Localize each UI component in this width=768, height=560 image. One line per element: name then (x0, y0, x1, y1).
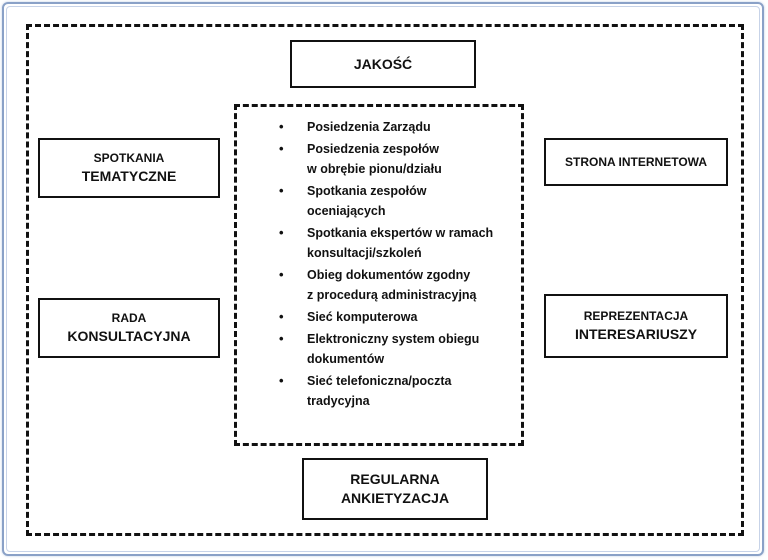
box-jakosc: JAKOŚĆ (290, 40, 476, 88)
list-item: • Sieć komputerowa (279, 307, 513, 327)
box-regularna-ankietyzacja: REGULARNA ANKIETYZACJA (302, 458, 488, 520)
list-item-line: Elektroniczny system obiegu (307, 332, 480, 346)
box-rada-konsultacyjna-line-1: RADA (111, 311, 147, 326)
list-item-line: Sieć telefoniczna/poczta (307, 374, 452, 388)
bullet-icon: • (279, 225, 284, 240)
box-spotkania-tematyczne-line-1: SPOTKANIA (93, 151, 165, 166)
bullet-icon: • (279, 373, 284, 388)
box-regularna-ankietyzacja-line-2: ANKIETYZACJA (340, 490, 450, 506)
bullet-icon: • (279, 119, 284, 134)
box-reprezentacja-interesariuszy-line-1: REPREZENTACJA (583, 309, 689, 324)
box-spotkania-tematyczne-line-2: TEMATYCZNE (81, 167, 177, 184)
list-item: • Posiedzenia Zarządu (279, 117, 513, 137)
box-reprezentacja-interesariuszy: REPREZENTACJA INTERESARIUSZY (544, 294, 728, 358)
box-rada-konsultacyjna: RADA KONSULTACYJNA (38, 298, 220, 358)
box-rada-konsultacyjna-line-2: KONSULTACYJNA (67, 327, 191, 344)
list-item-line: konsultacji/szkoleń (307, 246, 422, 260)
communication-channels-list-box: • Posiedzenia Zarządu • Posiedzenia zesp… (234, 104, 524, 446)
bullet-icon: • (279, 141, 284, 156)
list-item: • Spotkania ekspertów w ramach konsultac… (279, 223, 513, 263)
list-item-line: tradycyjna (307, 394, 370, 408)
list-item-line: Posiedzenia Zarządu (307, 120, 431, 134)
list-item: • Spotkania zespołów oceniających (279, 181, 513, 221)
list-item-line: dokumentów (307, 352, 385, 366)
list-item: • Elektroniczny system obiegu dokumentów (279, 329, 513, 369)
list-item: • Sieć telefoniczna/poczta tradycyjna (279, 371, 513, 411)
bullet-icon: • (279, 331, 284, 346)
communication-channels-list: • Posiedzenia Zarządu • Posiedzenia zesp… (279, 117, 513, 411)
list-item-line: Obieg dokumentów zgodny (307, 268, 471, 282)
box-regularna-ankietyzacja-line-1: REGULARNA (350, 471, 440, 488)
box-jakosc-line-1: JAKOŚĆ (353, 55, 413, 72)
list-item-line: Spotkania zespołów (307, 184, 427, 198)
box-strona-internetowa-line-1: STRONA INTERNETOWA (564, 154, 707, 169)
list-item-line: oceniających (307, 204, 386, 218)
box-reprezentacja-interesariuszy-line-2: INTERESARIUSZY (574, 325, 698, 342)
box-spotkania-tematyczne: SPOTKANIA TEMATYCZNE (38, 138, 220, 198)
box-strona-internetowa: STRONA INTERNETOWA (544, 138, 728, 186)
bullet-icon: • (279, 183, 284, 198)
list-item: • Obieg dokumentów zgodny z procedurą ad… (279, 265, 513, 305)
bullet-icon: • (279, 267, 284, 282)
list-item-line: Spotkania ekspertów w ramach (307, 226, 494, 240)
list-item-line: w obrębie pionu/działu (307, 162, 442, 176)
list-item: • Posiedzenia zespołów w obrębie pionu/d… (279, 139, 513, 179)
list-item-line: z procedurą administracyjną (307, 288, 477, 302)
outer-dashed-boundary (26, 24, 744, 536)
bullet-icon: • (279, 309, 284, 324)
list-item-line: Posiedzenia zespołów (307, 142, 439, 156)
list-item-line: Sieć komputerowa (307, 310, 418, 324)
